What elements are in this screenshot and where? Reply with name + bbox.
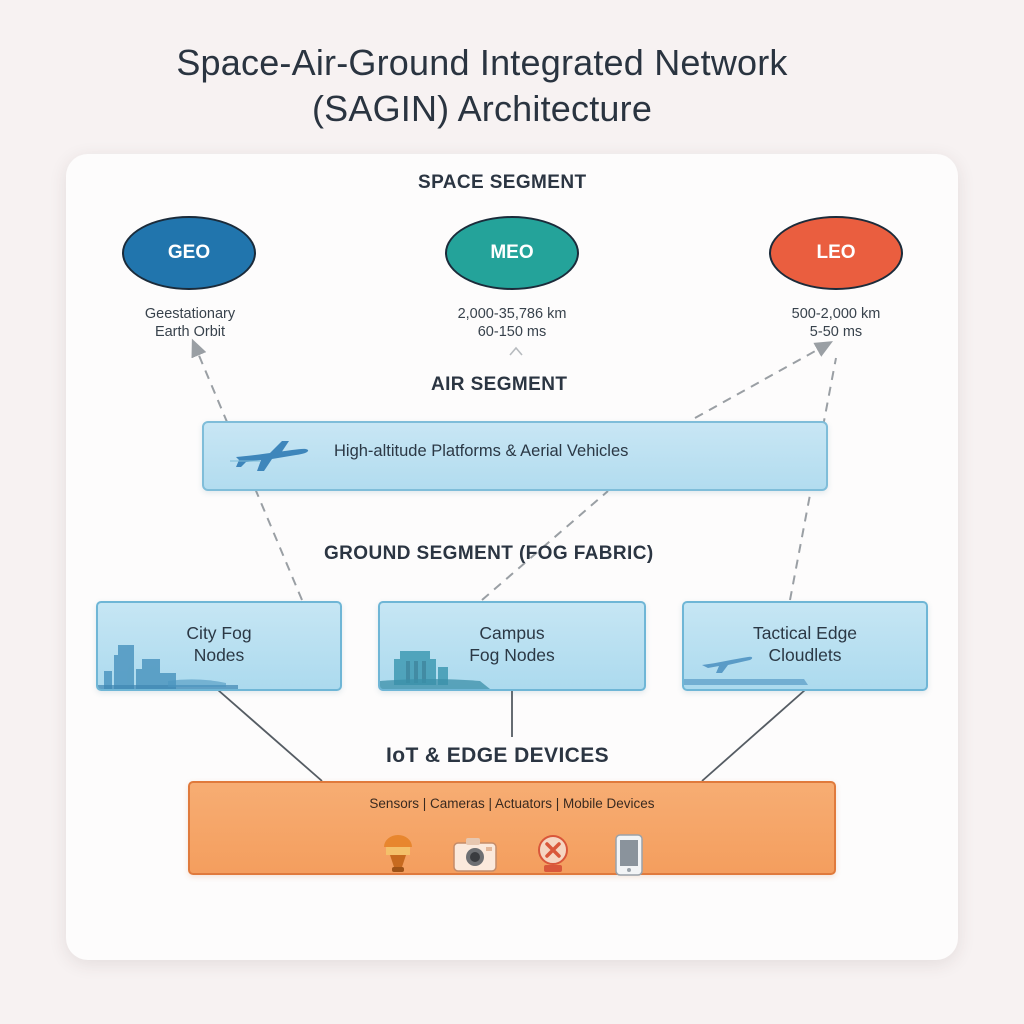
city-fog-nodes: City Fog Nodes	[96, 601, 342, 691]
iot-devices-bar: Sensors | Cameras | Actuators | Mobile D…	[188, 781, 836, 876]
meo-desc-line-1: 2,000-35,786 km	[457, 306, 567, 322]
campus-fog-line-1: Campus	[479, 623, 545, 643]
space-segment-heading: SPACE SEGMENT	[418, 172, 587, 193]
iot-devices-label: Sensors | Cameras | Actuators | Mobile D…	[369, 796, 655, 811]
meo-desc-line-2: 60-150 ms	[477, 324, 547, 340]
meo-label: MEO	[490, 242, 534, 263]
geo-desc-line-2: Earth Orbit	[154, 324, 226, 340]
geo-description: Geestationary Earth Orbit	[90, 305, 290, 341]
meo-orbit: MEO	[445, 216, 579, 290]
airplane-icon	[230, 441, 309, 471]
city-fog-label: City Fog Nodes	[98, 622, 340, 666]
city-fog-line-2: Nodes	[193, 645, 245, 665]
leo-description: 500-2,000 km 5-50 ms	[736, 305, 936, 341]
diagram-title: Space-Air-Ground Integrated Network (SAG…	[0, 40, 964, 132]
leo-desc-line-1: 500-2,000 km	[791, 306, 881, 322]
campus-building-icon	[380, 651, 490, 689]
camera-icon	[453, 838, 497, 872]
leo-label: LEO	[816, 242, 856, 263]
tactical-edge-line-2: Cloudlets	[768, 645, 842, 665]
mobile-device-icon	[615, 834, 643, 876]
ground-segment-heading: GROUND SEGMENT (FOG FABRIC)	[324, 543, 654, 564]
tactical-edge-line-1: Tactical Edge	[752, 623, 858, 643]
tactical-edge-label: Tactical Edge Cloudlets	[684, 622, 926, 666]
geo-label: GEO	[167, 242, 211, 263]
leo-desc-line-2: 5-50 ms	[809, 324, 863, 340]
campus-fog-line-2: Fog Nodes	[469, 645, 555, 665]
title-line-1: Space-Air-Ground Integrated Network	[176, 42, 788, 83]
air-segment-heading: AIR SEGMENT	[431, 374, 568, 395]
tactical-edge-cloudlets: Tactical Edge Cloudlets	[682, 601, 928, 691]
city-fog-line-1: City Fog	[186, 623, 252, 643]
air-segment-label: High-altitude Platforms & Aerial Vehicle…	[334, 442, 629, 460]
actuator-icon	[538, 835, 568, 872]
leo-orbit: LEO	[769, 216, 903, 290]
air-segment-bar: High-altitude Platforms & Aerial Vehicle…	[202, 421, 828, 491]
campus-fog-label: Campus Fog Nodes	[380, 622, 644, 666]
meo-description: 2,000-35,786 km 60-150 ms	[412, 305, 612, 341]
campus-fog-nodes: Campus Fog Nodes	[378, 601, 646, 691]
title-line-2: (SAGIN) Architecture	[311, 88, 653, 129]
geo-desc-line-1: Geestationary	[144, 306, 236, 322]
iot-segment-heading: IoT & EDGE DEVICES	[386, 744, 610, 767]
city-skyline-icon	[98, 645, 238, 689]
aircraft-icon	[684, 656, 808, 685]
sensor-icon	[384, 835, 412, 872]
geo-orbit: GEO	[122, 216, 256, 290]
